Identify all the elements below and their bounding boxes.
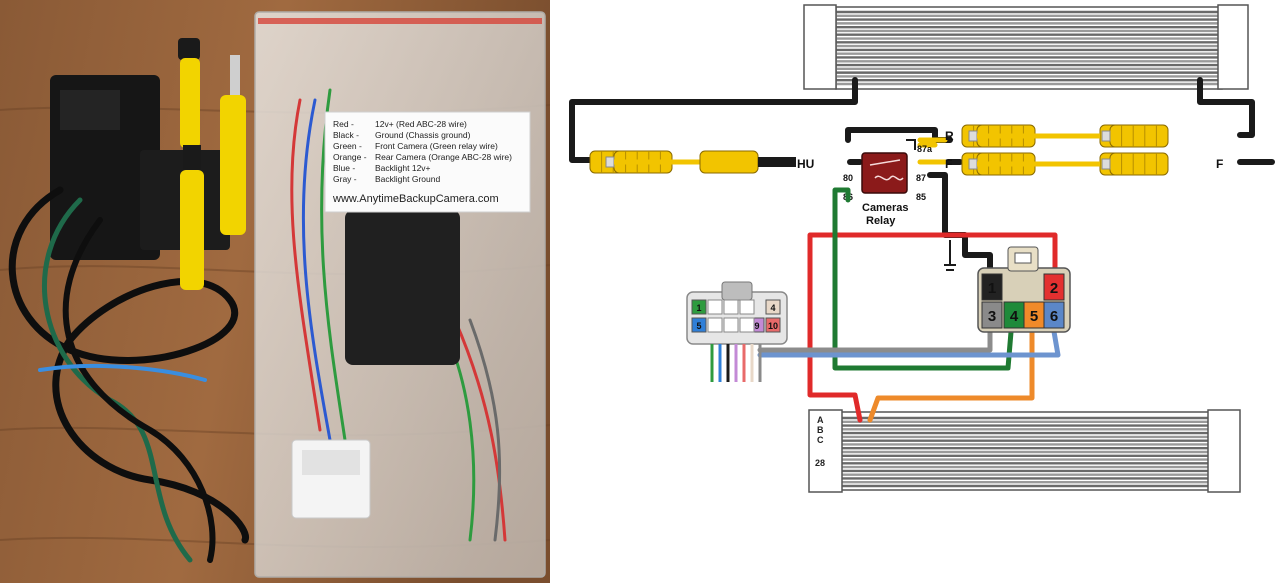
relay-caption-1: Cameras <box>862 202 908 214</box>
small-pin-empty <box>723 317 739 333</box>
small-pin-label: 1 <box>696 303 701 313</box>
small-pin-10: 10 <box>765 317 781 333</box>
small-pin-empty <box>739 299 755 315</box>
f-label: F <box>945 157 952 171</box>
big-pin-6: 6 <box>1043 301 1065 329</box>
cameras-relay: 80 86 87a 87 85 Cameras Relay <box>843 139 933 227</box>
f-label-right: F <box>1216 157 1223 171</box>
big-pin-label: 4 <box>1010 308 1019 325</box>
label-sticker: Red - 12v+ (Red ABC-28 wire) Black - Ground… <box>324 111 531 213</box>
small-pin-empty <box>707 299 723 315</box>
relay-pin-85: 85 <box>916 192 926 202</box>
big-pin-label: 6 <box>1050 308 1058 325</box>
relay-pin-80: 80 <box>843 173 853 183</box>
abc-label-b: B <box>817 425 824 435</box>
bag <box>254 11 546 578</box>
yellow-stubs <box>917 137 948 165</box>
rca-plug <box>1101 124 1169 148</box>
r-label: R <box>945 129 954 143</box>
big-pin-4: 4 <box>1003 301 1025 329</box>
big-pin-2: 2 <box>1043 273 1065 301</box>
small-pin-empty <box>739 317 755 333</box>
top-ribbon-connector <box>803 4 1249 90</box>
abc-label-a: A <box>817 415 824 425</box>
relay-caption-2: Relay <box>866 215 896 227</box>
small-connector: 1 5 4 9 10 <box>686 281 788 382</box>
sticker-line-name: Red - <box>333 119 354 129</box>
abc-label-c: C <box>817 435 824 445</box>
sticker-line-desc: Front Camera (Green relay wire) <box>375 141 498 151</box>
small-pin-4: 4 <box>765 299 781 315</box>
small-pin-1: 1 <box>691 299 707 315</box>
sticker-line-desc: Rear Camera (Orange ABC-28 wire) <box>375 152 512 162</box>
rca-connectors <box>178 38 246 290</box>
sticker-line-desc: 12v+ (Red ABC-28 wire) <box>375 119 467 129</box>
rca-plug <box>1101 152 1169 176</box>
small-pin-label: 4 <box>770 303 775 313</box>
big-pin-label: 5 <box>1030 308 1038 325</box>
rca-plug <box>699 150 796 174</box>
small-pin-empty <box>707 317 723 333</box>
sticker-line-name: Blue - <box>333 163 355 173</box>
wiring-diagram: A B C 28 80 86 <box>569 4 1275 493</box>
sticker-url: www.AnytimeBackupCamera.com <box>332 193 499 205</box>
sticker-line-desc: Backlight 12v+ <box>375 163 431 173</box>
small-pin-label: 9 <box>754 321 759 331</box>
sticker-line-name: Orange - <box>333 152 367 162</box>
sticker-line-desc: Ground (Chassis ground) <box>375 130 471 140</box>
small-pin-empty <box>723 299 739 315</box>
sticker-line-name: Green - <box>333 141 362 151</box>
big-pin-label: 1 <box>988 280 996 297</box>
relay-pin-87a: 87a <box>917 144 933 154</box>
ground-symbol-icon <box>944 240 956 271</box>
big-pin-1: 1 <box>981 273 1003 301</box>
abc-label-28: 28 <box>815 458 825 468</box>
big-pin-3: 3 <box>981 301 1003 329</box>
sticker-lines: Red - 12v+ (Red ABC-28 wire) Black - Ground… <box>333 119 512 184</box>
rca-plugs <box>589 124 1169 176</box>
cable-bundle <box>8 186 249 563</box>
small-pin-label: 10 <box>768 321 778 331</box>
relay-pin-87: 87 <box>916 173 926 183</box>
sticker-line-name: Black - <box>333 130 359 140</box>
big-pin-label: 3 <box>988 308 996 325</box>
bottom-ribbon-connector: A B C 28 <box>808 409 1241 493</box>
big-pin-5: 5 <box>1023 301 1045 329</box>
product-photo: Red - 12v+ (Red ABC-28 wire) Black - Ground… <box>0 0 550 583</box>
big-pin-label: 2 <box>1050 280 1058 297</box>
sticker-line-desc: Backlight Ground <box>375 174 440 184</box>
hu-label: HU <box>797 157 814 171</box>
small-pin-5: 5 <box>691 317 707 333</box>
small-pin-label: 5 <box>696 321 701 331</box>
sticker-line-name: Gray - <box>333 174 357 184</box>
